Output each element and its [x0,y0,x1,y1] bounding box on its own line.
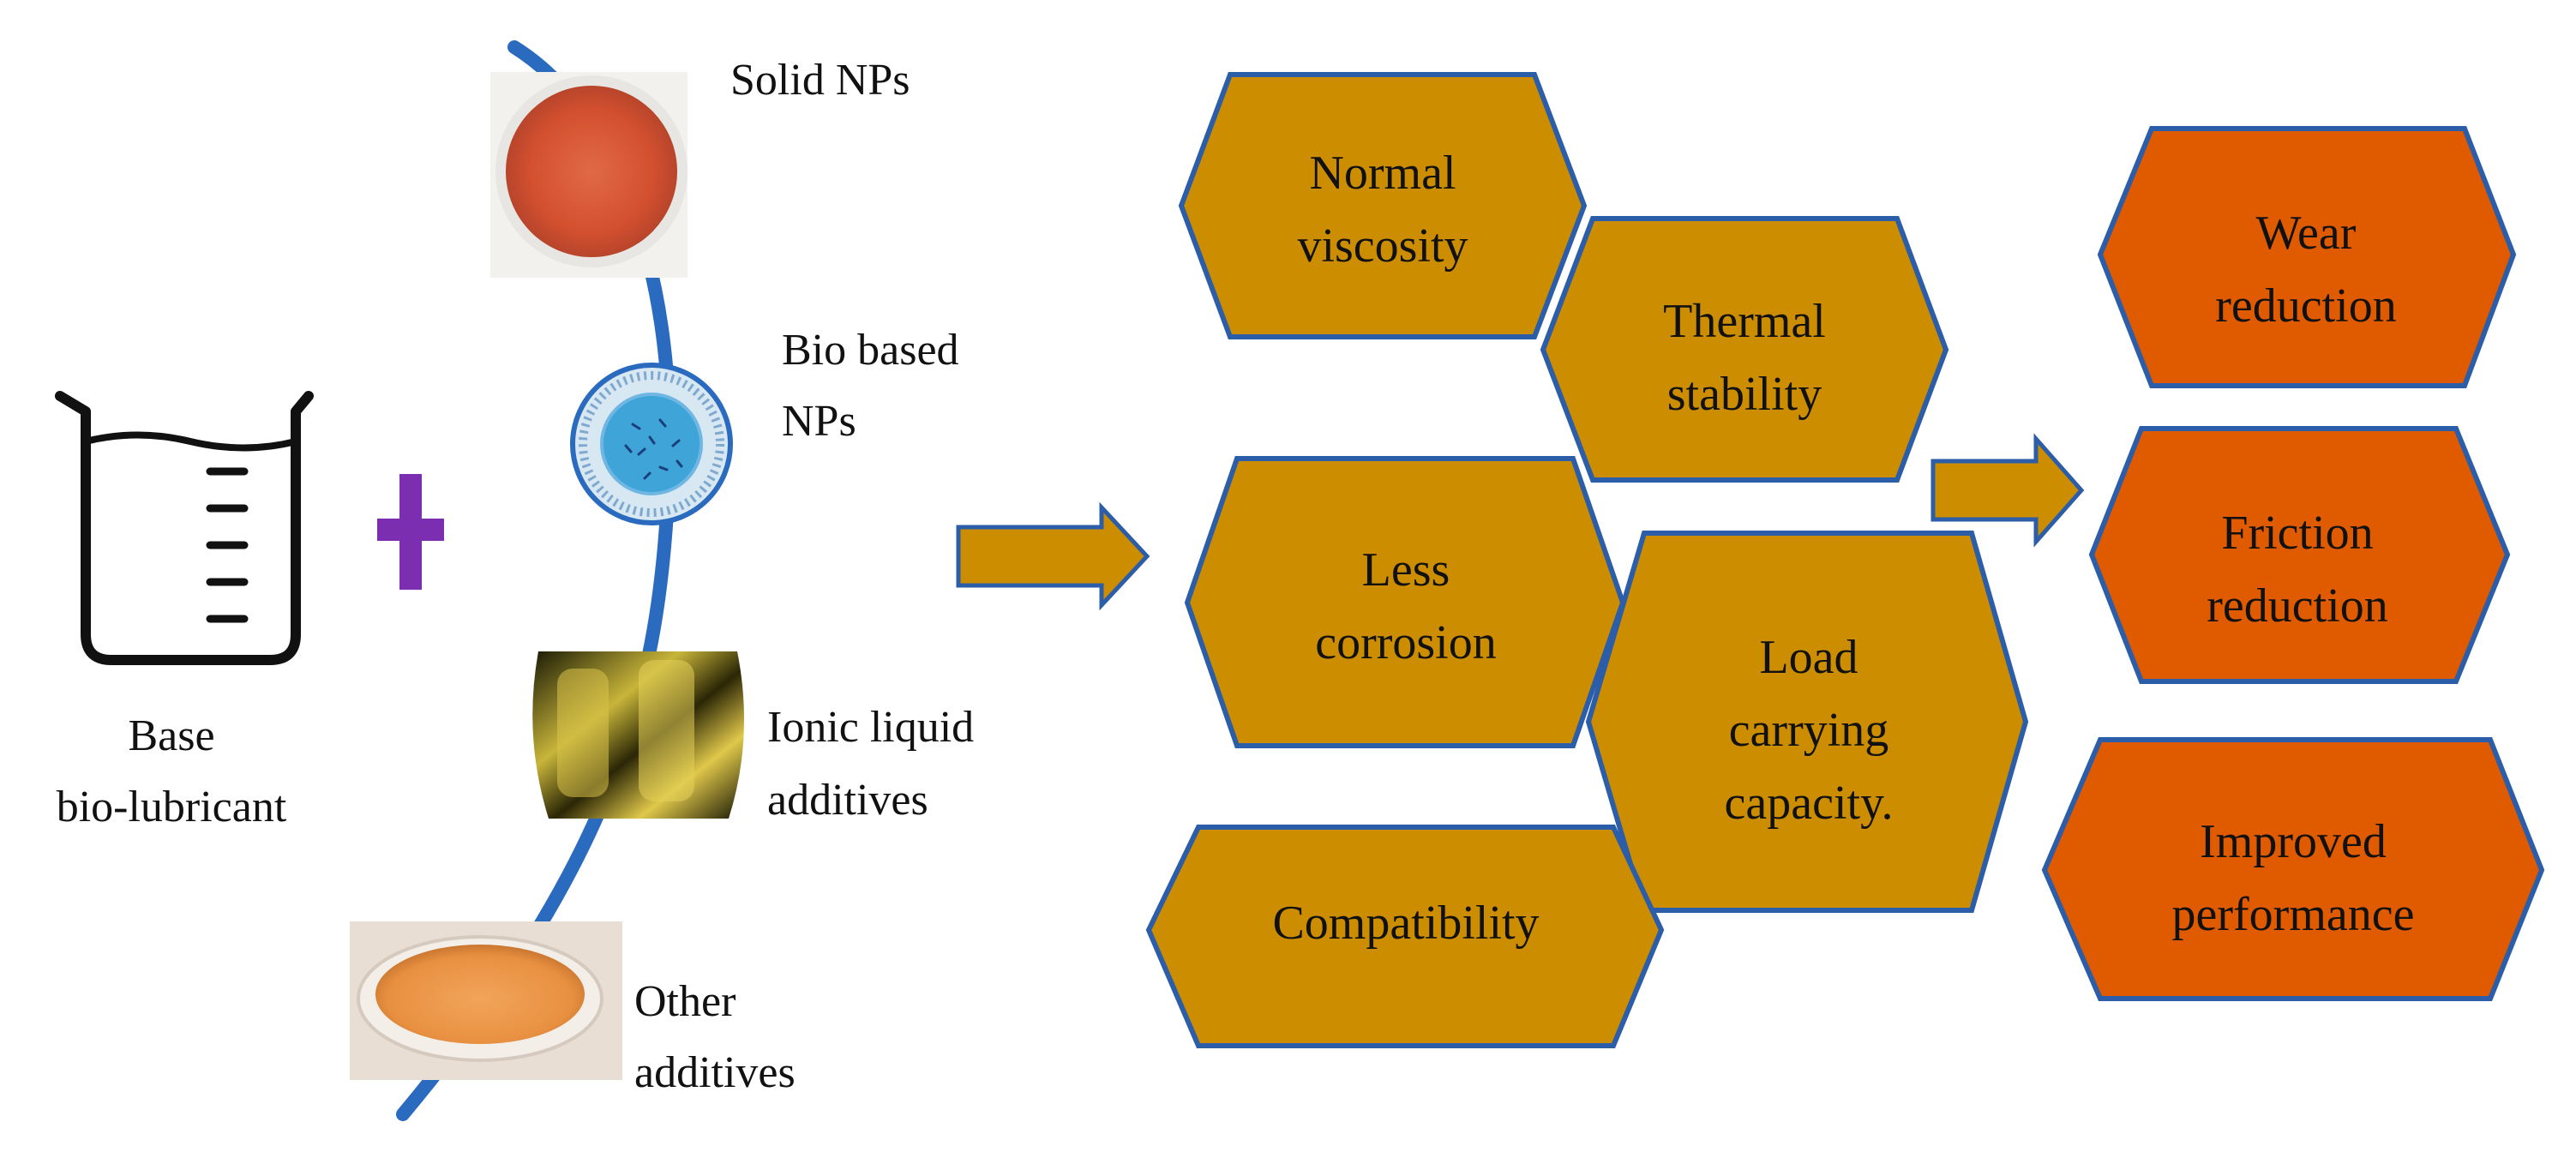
solid-np-label: Solid NPs [730,56,910,105]
compat-line1: Compatibility [1272,897,1539,950]
normal-viscosity-line2: viscosity [1297,219,1468,273]
thermal-line1: Thermal [1663,295,1826,348]
friction-line1: Friction [2221,507,2373,560]
hex-improved-performance [2041,737,2545,1001]
solid-np-image [490,72,688,278]
liposome-icon [570,363,733,525]
thermal-line2: stability [1667,368,1822,421]
perf-line2: performance [2172,888,2415,941]
friction-line2: reduction [2207,579,2387,633]
wear-line2: reduction [2215,279,2396,333]
beaker-icon [55,391,314,665]
ionic-liquid-image [532,651,744,819]
perf-line1: Improved [2200,815,2387,868]
ionic-label-line2: additives [767,776,928,825]
hex-friction-reduction [2088,426,2511,684]
hex-thermal-stability [1540,216,1949,483]
plus-icon [377,474,444,590]
load-line3: capacity. [1725,777,1894,830]
hex-wear-reduction [2097,126,2517,388]
arrow-icon [1930,433,2085,548]
bio-np-label-line1: Bio based [782,326,959,375]
wear-line1: Wear [2256,207,2357,260]
hex-compatibility [1145,825,1665,1048]
corrosion-line1: Less [1362,543,1450,597]
base-label-line1: Base [128,711,214,760]
other-label-line2: additives [634,1048,796,1097]
hex-less-corrosion [1184,456,1626,748]
bio-np-label-line2: NPs [782,397,856,446]
load-line1: Load [1759,631,1858,684]
hex-normal-viscosity [1178,72,1588,339]
other-label-line1: Other [634,977,736,1026]
base-label-line2: bio-lubricant [57,783,287,831]
normal-viscosity-line1: Normal [1309,147,1456,200]
arrow-icon [956,501,1150,611]
load-line2: carrying [1729,704,1889,757]
other-additives-image [350,921,622,1080]
corrosion-line2: corrosion [1315,616,1497,669]
ionic-label-line1: Ionic liquid [767,703,974,752]
